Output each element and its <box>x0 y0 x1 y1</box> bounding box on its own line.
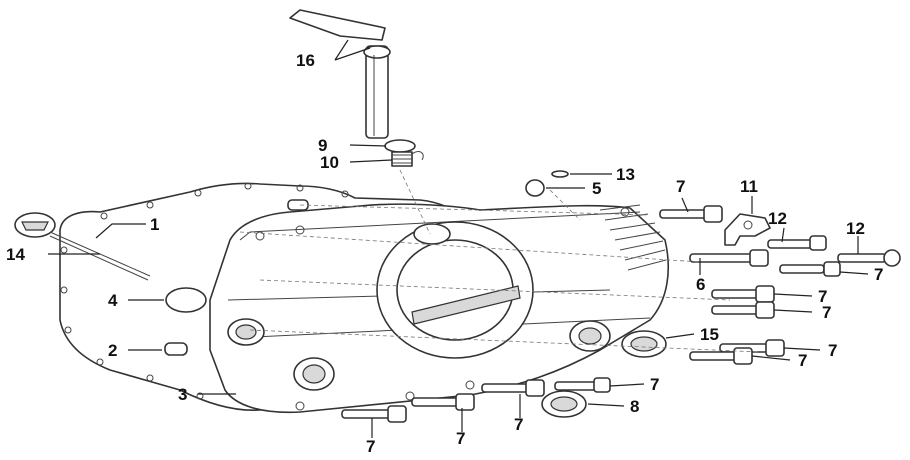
bolt <box>481 379 545 397</box>
cap-nut <box>525 179 545 197</box>
callout-7-right-4: 7 <box>828 341 837 360</box>
callout-4: 4 <box>108 291 118 310</box>
bolt <box>779 261 841 277</box>
callout-7-bottom-3: 7 <box>514 415 523 434</box>
callout-7-right-2: 7 <box>818 287 827 306</box>
callout-7-top: 7 <box>676 177 685 196</box>
callout-13: 13 <box>616 165 635 184</box>
callout-5: 5 <box>592 179 601 198</box>
bolt <box>554 377 611 393</box>
bolt <box>689 249 769 267</box>
callout-2: 2 <box>108 341 117 360</box>
callout-7-mid: 7 <box>650 375 659 394</box>
callout-11: 11 <box>740 177 758 196</box>
leader-lines <box>48 39 869 438</box>
callout-6: 6 <box>696 275 705 294</box>
callout-10: 10 <box>320 153 339 172</box>
callout-3: 3 <box>178 385 187 404</box>
callout-7-right-3: 7 <box>822 303 831 322</box>
bolt <box>767 235 827 251</box>
callout-15: 15 <box>700 325 719 344</box>
callout-12-left: 12 <box>768 209 787 228</box>
bolts <box>341 205 901 423</box>
callout-12-right: 12 <box>846 219 865 238</box>
dowel-pin <box>164 342 188 356</box>
callout-7-right-5: 7 <box>798 351 807 370</box>
callout-7-bottom-1: 7 <box>366 437 375 456</box>
bolt <box>711 285 775 303</box>
oil-dipstick <box>14 212 151 281</box>
o-ring <box>165 287 207 313</box>
bolt <box>689 347 753 365</box>
bolt <box>411 393 475 411</box>
bolt <box>837 249 901 267</box>
callout-8: 8 <box>630 397 639 416</box>
callout-1: 1 <box>150 215 159 234</box>
bolt <box>711 301 775 319</box>
callout-16: 16 <box>296 51 315 70</box>
callout-7-right-1: 7 <box>874 265 883 284</box>
mounting-bracket <box>724 213 771 246</box>
crankcase-cover <box>209 199 670 414</box>
assembly-lines <box>239 169 761 353</box>
bolt <box>659 205 723 223</box>
callout-14: 14 <box>6 245 25 264</box>
callout-9: 9 <box>318 136 327 155</box>
thrust-washer <box>384 139 416 153</box>
torsion-spring <box>391 151 424 167</box>
small-plug <box>551 170 569 178</box>
callout-labels: 16 9 10 13 5 7 11 12 12 1 14 6 7 4 7 7 1… <box>6 51 883 456</box>
shaft-lever <box>289 9 391 139</box>
bolt <box>341 405 407 423</box>
callout-7-bottom-2: 7 <box>456 429 465 448</box>
